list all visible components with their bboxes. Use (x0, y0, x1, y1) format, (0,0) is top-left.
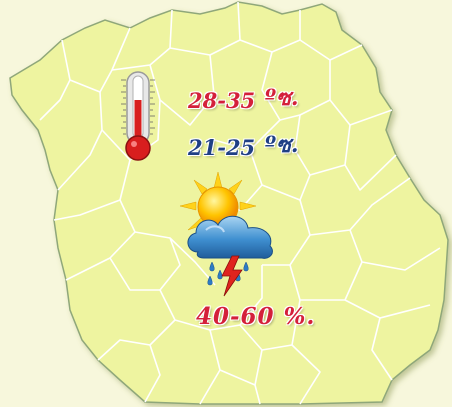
rain-drops (207, 261, 249, 286)
sun-cloud-thunderstorm-icon (179, 171, 273, 297)
storm-cloud (187, 215, 273, 259)
sun-rays (179, 171, 257, 231)
lightning-bolt (221, 255, 243, 297)
max-temperature: 28-35 (188, 88, 256, 113)
min-temperature-unit: ºซ. (265, 132, 299, 158)
thermometer-icon (121, 71, 155, 161)
min-temperature: 21-25 (188, 135, 256, 160)
district-boundaries (39, 1, 441, 405)
rain-chance: 40-60 %. (196, 303, 316, 330)
max-temperature-unit: ºซ. (265, 85, 299, 111)
